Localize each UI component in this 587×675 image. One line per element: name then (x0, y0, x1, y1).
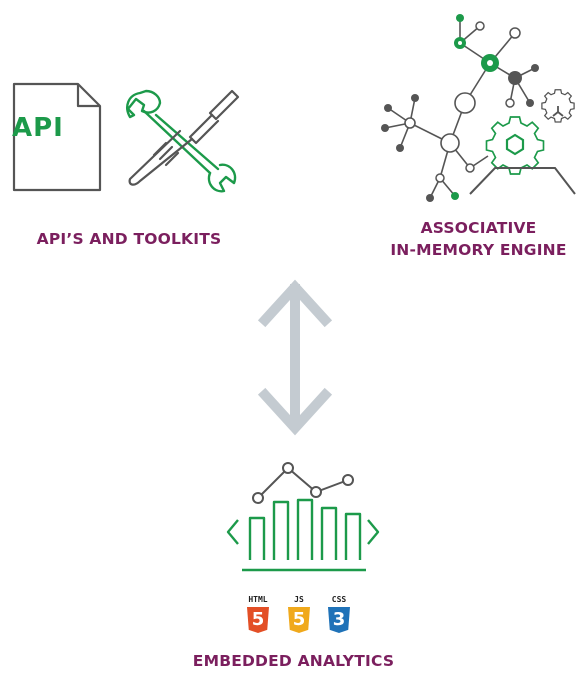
js-shield-icon (288, 607, 310, 633)
bidirectional-arrow-icon (257, 279, 333, 436)
js-badge-number: 5 (292, 609, 306, 630)
api-document-icon (12, 82, 102, 192)
network-gears-icon (381, 14, 576, 202)
html5-shield-icon (247, 607, 269, 633)
wrench-screwdriver-icon (126, 89, 240, 193)
html5-badge-number: 5 (251, 609, 265, 630)
html5-badge: HTML 5 (247, 595, 269, 635)
associative-engine-label-line1: ASSOCIATIVE (420, 219, 537, 237)
css3-badge-caption: CSS (331, 595, 347, 604)
api-document-text: API (12, 113, 64, 143)
embedded-analytics-label: EMBEDDED ANALYTICS (192, 652, 395, 670)
analytics-chart-icon (226, 462, 380, 572)
associative-engine-label: ASSOCIATIVE IN-MEMORY ENGINE (370, 217, 587, 261)
html5-badge-caption: HTML (248, 595, 268, 604)
associative-engine-label-line2: IN-MEMORY ENGINE (390, 241, 567, 259)
js-badge-caption: JS (294, 595, 304, 604)
css3-badge: CSS 3 (328, 595, 350, 635)
css3-shield-icon (328, 607, 350, 633)
css3-badge-number: 3 (332, 609, 346, 630)
js-badge: JS 5 (288, 595, 310, 635)
api-toolkits-label: API’S AND TOOLKITS (36, 230, 222, 248)
